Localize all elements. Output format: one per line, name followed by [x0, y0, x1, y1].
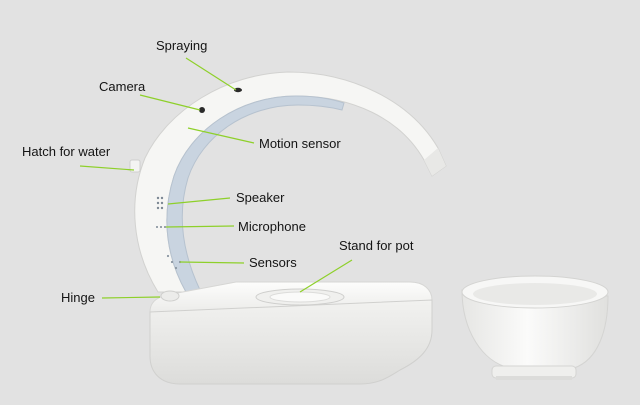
- label-spraying: Spraying: [156, 38, 208, 53]
- leader-lines: [79, 57, 353, 299]
- arch-inner-band: [166, 95, 345, 293]
- speaker-grille: [156, 196, 164, 210]
- leader-stand: [299, 259, 353, 293]
- leader-spraying: [185, 57, 237, 91]
- hatch-for-water-nub: [129, 159, 141, 173]
- label-hinge: Hinge: [61, 290, 95, 305]
- leader-microphone: [165, 225, 235, 228]
- label-hatch-for-water: Hatch for water: [22, 144, 111, 159]
- leader-hinge: [101, 296, 161, 299]
- base-front: [149, 299, 433, 385]
- label-sensors: Sensors: [249, 255, 297, 270]
- label-microphone: Microphone: [238, 219, 306, 234]
- camera-lens: [199, 107, 205, 113]
- leader-hatch: [79, 165, 135, 171]
- label-camera: Camera: [99, 79, 146, 94]
- leader-camera: [139, 94, 201, 111]
- label-stand-for-pot: Stand for pot: [339, 238, 414, 253]
- hinge-joint: [160, 290, 180, 302]
- leader-speaker: [167, 197, 231, 205]
- label-motion-sensor: Motion sensor: [259, 136, 341, 151]
- spray-nozzle: [234, 87, 242, 93]
- leader-sensors: [179, 261, 245, 264]
- microphone-holes: [156, 226, 166, 228]
- label-speaker: Speaker: [236, 190, 285, 205]
- leader-motion-sensor: [187, 127, 255, 144]
